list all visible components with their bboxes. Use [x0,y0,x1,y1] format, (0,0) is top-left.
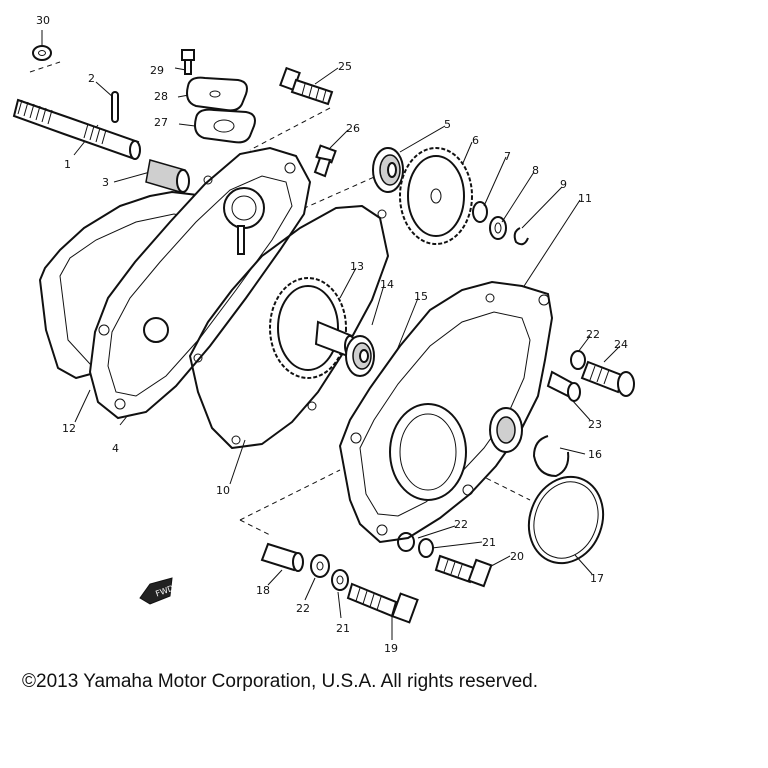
callout-18: 18 [256,584,270,597]
cover-plate-part-28 [186,76,248,112]
callout-29: 29 [150,64,164,77]
washer-part-21-lower-left [331,569,349,591]
callout-21-middle: 21 [482,536,496,549]
callout-3: 3 [102,176,109,189]
bushing-part-3 [145,159,190,193]
callout-12: 12 [62,422,76,435]
o-ring-part-17 [527,475,605,565]
screw-part-26 [313,144,337,178]
callout-9: 9 [560,178,567,191]
bolt-part-20 [434,554,493,588]
copyright-notice: ©2013 Yamaha Motor Corporation, U.S.A. A… [22,671,538,692]
washer-part-22-lower-right [397,532,415,552]
callout-7: 7 [504,150,511,163]
pin-part-2 [111,91,119,123]
exploded-parts-diagram: FWD 30 2 1 3 29 28 27 25 26 5 6 7 8 9 11… [12,14,635,655]
washer-part-8 [489,216,507,240]
callout-5: 5 [444,118,451,131]
callout-13: 13 [350,260,364,273]
callout-17: 17 [590,572,604,585]
callout-11: 11 [578,192,592,205]
callout-24: 24 [614,338,628,351]
washer-part-21-lower-right [418,538,434,558]
fwd-arrow-icon: FWD [139,577,175,605]
washer-part-22-upper [570,350,586,370]
bolt-part-19 [346,582,419,624]
washer-part-30-hole [38,50,46,56]
housing-part-4 [88,146,312,420]
callout-4: 4 [112,442,119,455]
gear-part-6 [399,147,473,245]
dowel-part-18 [260,542,304,572]
bolt-part-25 [279,66,334,106]
callout-23: 23 [588,418,602,431]
gasket-part-10 [189,205,389,449]
callout-22-middle: 22 [454,518,468,531]
bolt-part-24 [580,360,635,397]
callout-numbers: 30 2 1 3 29 28 27 25 26 5 6 7 8 9 11 13 … [36,14,628,655]
worm-shaft-part-1 [12,98,141,160]
callout-19: 19 [384,642,398,655]
callout-22-lower: 22 [296,602,310,615]
callout-1: 1 [64,158,71,171]
callout-14: 14 [380,278,394,291]
circlip-part-16 [533,435,570,477]
bolt-part-29 [181,49,195,75]
gasket-part-27 [194,108,256,144]
callout-15: 15 [414,290,428,303]
callout-26: 26 [346,122,360,135]
callout-10: 10 [216,484,230,497]
callout-28: 28 [154,90,168,103]
cover-part-11 [338,280,554,544]
callout-25: 25 [338,60,352,73]
washer-part-30 [32,45,52,61]
callout-2: 2 [88,72,95,85]
screw-part-23 [546,370,581,402]
callout-22-right: 22 [586,328,600,341]
callout-6: 6 [472,134,479,147]
washer-part-22-lower-left [310,554,330,578]
bearing-part-14 [345,335,375,377]
gear-part-13 [269,277,356,379]
circlip-part-9 [513,227,529,246]
callout-30: 30 [36,14,50,27]
callout-16: 16 [588,448,602,461]
washer-part-7 [472,201,488,223]
callout-8: 8 [532,164,539,177]
bearing-part-5 [372,147,404,193]
callout-20: 20 [510,550,524,563]
callout-21-lower: 21 [336,622,350,635]
callout-27: 27 [154,116,168,129]
